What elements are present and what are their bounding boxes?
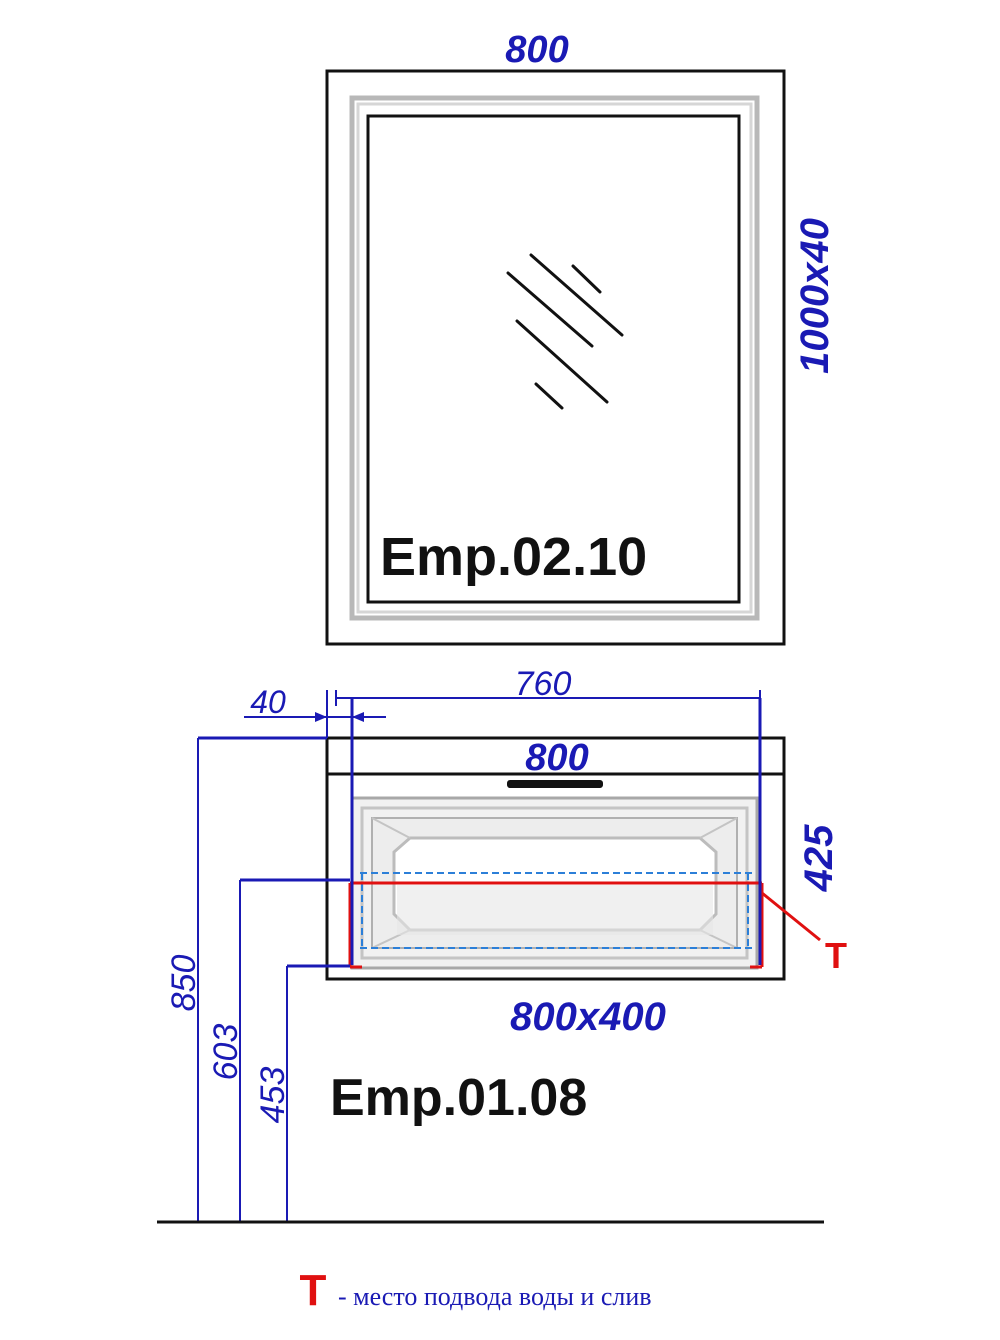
legend-marker: T (300, 1266, 327, 1315)
mirror-height-dimension: 1000x40 (793, 218, 837, 374)
height-dimension-lines (197, 736, 350, 1222)
legend-description: - место подвода воды и слив (338, 1282, 652, 1311)
water-connection-marker: T (825, 935, 847, 976)
cabinet-model-label: Emp.01.08 (330, 1069, 587, 1127)
mirror-reflection-icon (506, 253, 624, 410)
legend: T - место подвода воды и слив (300, 1266, 652, 1315)
height-850-dimension: 850 (165, 955, 203, 1012)
water-connection-zone (348, 881, 821, 969)
mirror-model-label: Emp.02.10 (380, 527, 647, 587)
mirror-drawing: Emp.02.10 800 1000x40 (325, 29, 837, 646)
cabinet-top-width-dimension: 800 (525, 737, 588, 779)
inner-width-dimension: 760 (515, 665, 572, 703)
drawer-handle (507, 780, 603, 788)
mirror-width-dimension: 800 (505, 29, 568, 71)
mirror-frame-bevel (349, 95, 760, 621)
height-603-dimension: 603 (207, 1024, 245, 1081)
cabinet-bottom-size-dimension: 800x400 (510, 995, 666, 1039)
sink-outline-dashed (360, 872, 755, 949)
cabinet-drawing: T 760 40 800 425 800x400 (157, 665, 847, 1224)
offset-dimension-lines (244, 690, 386, 738)
offset-dimension: 40 (250, 684, 286, 720)
mirror-frame-bevel-inner (356, 102, 753, 614)
height-453-dimension: 453 (254, 1067, 292, 1124)
cabinet-countertop (325, 736, 786, 776)
inner-width-dimension-lines (335, 690, 762, 965)
cabinet-depth-dimension: 425 (797, 824, 841, 892)
mirror-glass (366, 114, 741, 604)
